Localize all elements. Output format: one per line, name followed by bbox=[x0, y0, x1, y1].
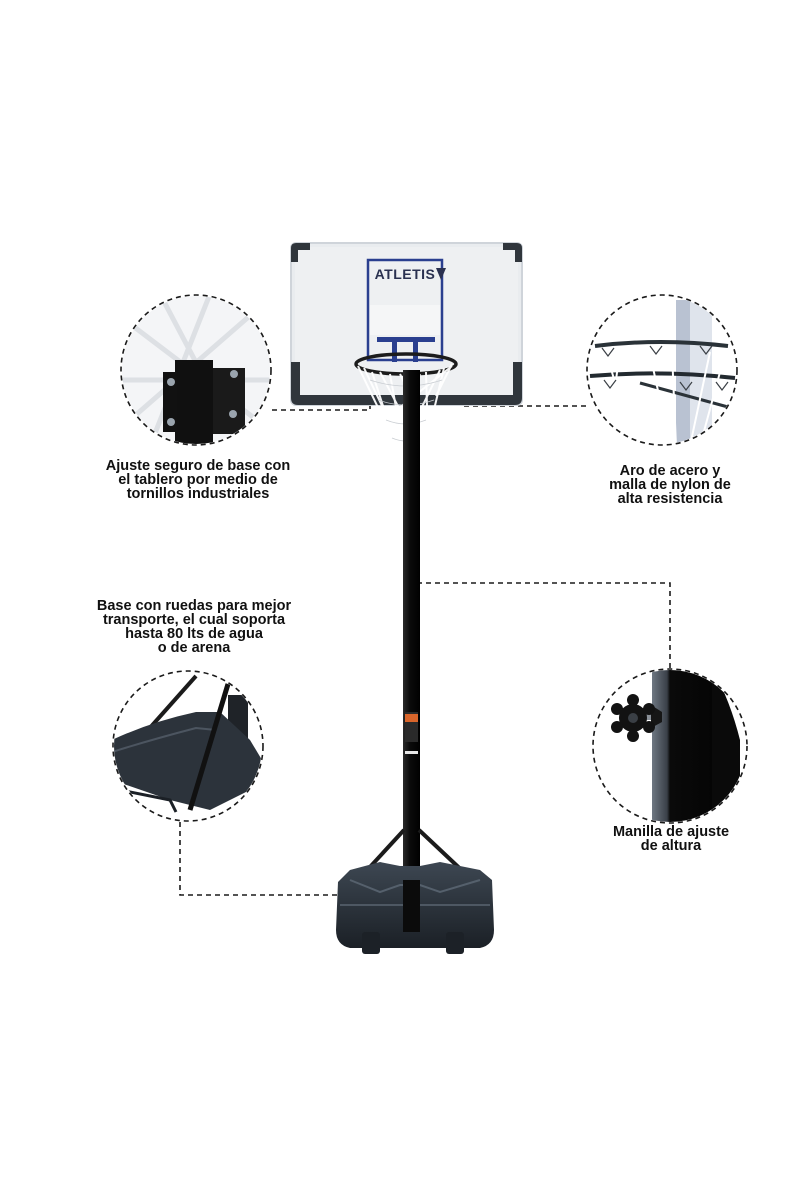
backboard: ATLETIS bbox=[290, 242, 523, 406]
caption-height-knob: Manilla de ajuste de altura bbox=[596, 824, 746, 854]
caption-rim-net: Aro de acero y malla de nylon de alta re… bbox=[590, 463, 750, 507]
brand-logo-text: ATLETIS bbox=[375, 266, 436, 282]
caption-line: Ajuste seguro de base con bbox=[105, 458, 291, 474]
caption-base-mount: Ajuste seguro de base con el tablero por… bbox=[88, 458, 308, 502]
caption-line: de altura bbox=[640, 838, 702, 854]
detail-circle-wheeled-base bbox=[112, 670, 264, 822]
caption-line: el tablero por medio de bbox=[118, 472, 278, 488]
caption-line: malla de nylon de bbox=[609, 477, 731, 493]
detail-circle-rim bbox=[586, 294, 738, 446]
pole bbox=[403, 370, 420, 930]
caption-line: alta resistencia bbox=[617, 491, 723, 507]
caption-line: transporte, el cual soporta bbox=[102, 612, 286, 628]
caption-line: Manilla de ajuste bbox=[612, 824, 730, 840]
caption-wheeled-base: Base con ruedas para mejor transporte, e… bbox=[74, 598, 314, 656]
caption-line: tornillos industriales bbox=[126, 486, 270, 502]
basketball-hoop: ATLETIS bbox=[290, 242, 523, 954]
caption-line: o de arena bbox=[157, 640, 231, 656]
warning-label bbox=[405, 714, 418, 722]
connector-wheeled-base bbox=[179, 822, 355, 896]
wheeled-base bbox=[336, 862, 494, 954]
caption-line: Aro de acero y bbox=[619, 463, 721, 479]
detail-circle-height-knob bbox=[592, 668, 748, 824]
caption-line: hasta 80 lts de agua bbox=[125, 626, 263, 642]
detail-circle-base-mount bbox=[120, 294, 272, 446]
connector-height-knob bbox=[420, 582, 671, 668]
caption-line: Base con ruedas para mejor bbox=[96, 598, 292, 614]
